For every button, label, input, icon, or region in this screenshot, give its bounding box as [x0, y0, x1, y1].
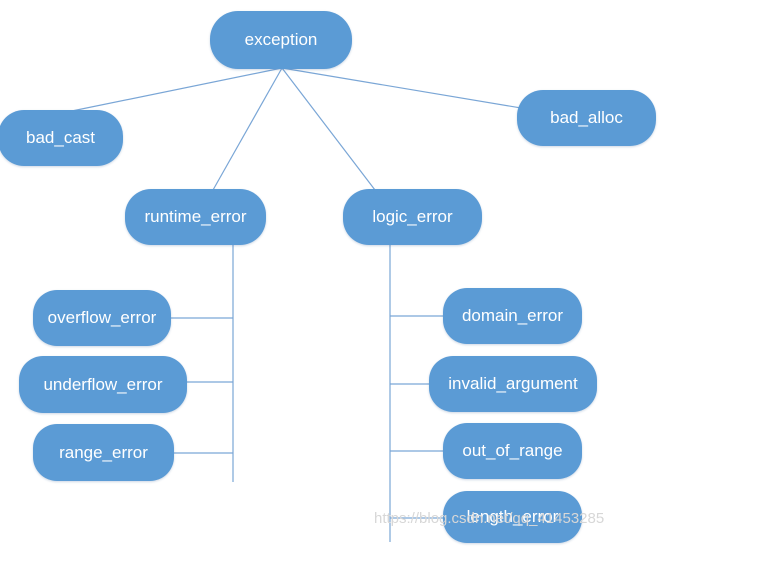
- node-bad-cast: bad_cast: [0, 110, 123, 166]
- edge-exception-bad-alloc: [281, 67, 546, 113]
- node-runtime-error: runtime_error: [125, 189, 266, 245]
- node-logic-error: logic_error: [343, 189, 482, 245]
- node-exception: exception: [210, 11, 352, 69]
- node-bad-alloc: bad_alloc: [517, 90, 656, 146]
- node-domain-error: domain_error: [443, 288, 582, 344]
- edge-exception-runtime-error: [212, 67, 283, 191]
- node-out-of-range: out_of_range: [443, 423, 582, 479]
- edge-exception-bad-cast: [61, 67, 283, 114]
- node-overflow-error: overflow_error: [33, 290, 171, 346]
- edge-exception-logic-error: [281, 67, 376, 191]
- node-length-error: length_error: [443, 491, 582, 543]
- node-underflow-error: underflow_error: [19, 356, 187, 413]
- node-range-error: range_error: [33, 424, 174, 481]
- node-invalid-argument: invalid_argument: [429, 356, 597, 412]
